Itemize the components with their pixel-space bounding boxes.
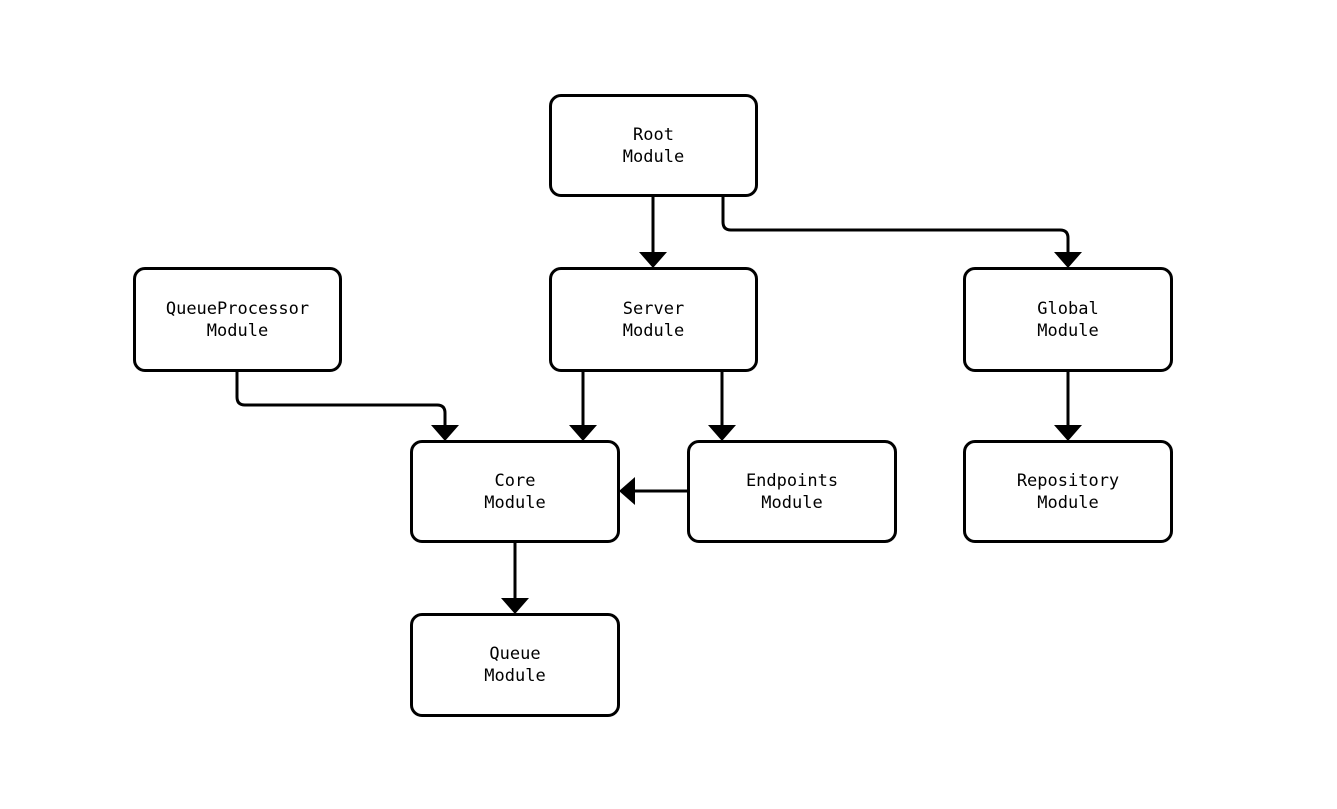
edge-server-to-endpoints <box>708 372 736 441</box>
repository-module-label-line2: Module <box>1037 492 1099 513</box>
queueprocessor-module-label-line1: QueueProcessor <box>165 298 310 319</box>
queue-module-label-line1: Queue <box>489 644 541 664</box>
global-module-label-line1: Global <box>1037 298 1099 319</box>
global-module-label-line2: Module <box>1037 320 1099 341</box>
edge-root-to-server <box>639 197 667 268</box>
edge-endpoints-to-core <box>619 477 687 505</box>
server-module-label-line2: Module <box>622 320 685 341</box>
queueprocessor-module[interactable]: QueueProcessor Module <box>133 267 342 372</box>
root-module-label-line1: Root <box>633 124 674 145</box>
core-module-label-line2: Module <box>484 492 546 513</box>
edge-server-to-core <box>569 372 597 441</box>
endpoints-module[interactable]: Endpoints Module <box>687 440 897 543</box>
core-module[interactable]: Core Module <box>410 440 620 543</box>
edge-queueprocessor-to-core <box>235 372 459 441</box>
queueprocessor-module-label-line2: Module <box>206 320 269 341</box>
root-module[interactable]: Root Module <box>549 94 758 197</box>
edge-global-to-repository <box>1054 372 1082 441</box>
queue-module[interactable]: Queue Module <box>410 613 620 717</box>
repository-module[interactable]: Repository Module <box>963 440 1173 543</box>
root-module-label-line2: Module <box>622 146 685 167</box>
edge-core-to-queue <box>501 543 529 614</box>
server-module[interactable]: Server Module <box>549 267 758 372</box>
endpoints-module-label-line1: Endpoints <box>745 470 839 491</box>
queue-module-label-line2: Module <box>484 666 546 686</box>
endpoints-module-label-line2: Module <box>761 492 823 513</box>
edge-root-to-global <box>721 197 1082 268</box>
core-module-label-line1: Core <box>494 470 536 491</box>
global-module[interactable]: Global Module <box>963 267 1173 372</box>
repository-module-label-line1: Repository <box>1016 470 1120 491</box>
server-module-label-line1: Server <box>622 298 685 319</box>
